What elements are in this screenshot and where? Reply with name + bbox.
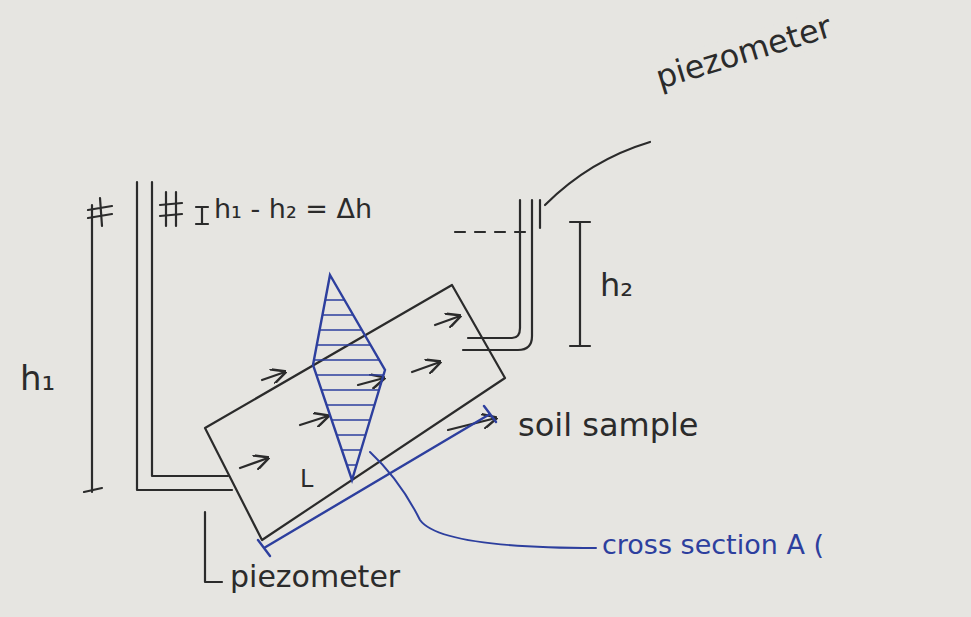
- water-level-line: [455, 231, 530, 233]
- leader-line: [545, 142, 650, 205]
- piezometer-tube: [539, 200, 541, 228]
- flow-arrow: [300, 416, 328, 425]
- soil-sample: [205, 285, 505, 540]
- part-label: piezometer: [228, 560, 402, 593]
- cross-section: [313, 275, 385, 480]
- piezometer-tube: [468, 200, 520, 338]
- flow-arrow: [262, 372, 285, 380]
- dimension-line: [91, 205, 93, 492]
- part-label: soil sample: [516, 408, 701, 443]
- dimension-label: h₂: [598, 268, 635, 303]
- part-label: piezometer: [650, 9, 838, 97]
- equation-label: h₁ - h₂ = Δh: [212, 194, 374, 224]
- water-level: [166, 192, 176, 226]
- water-level: [160, 203, 182, 216]
- dimension-tick: [84, 198, 112, 492]
- flow-arrow: [412, 362, 440, 372]
- part-label: cross section A (: [600, 530, 826, 560]
- dimension-bracket: [196, 207, 208, 224]
- dimension-line: [570, 222, 590, 346]
- piezometer-tube: [463, 200, 532, 350]
- dimension-line: [258, 406, 496, 556]
- dimension-label: h₁: [18, 360, 57, 397]
- dimension-label: L: [298, 466, 315, 492]
- flow-arrow: [240, 458, 268, 468]
- piezometer-tube: [152, 182, 228, 476]
- flow-arrow: [435, 316, 460, 325]
- hatching: [300, 300, 400, 465]
- leader-line: [205, 512, 222, 582]
- piezometer-tube: [137, 182, 232, 490]
